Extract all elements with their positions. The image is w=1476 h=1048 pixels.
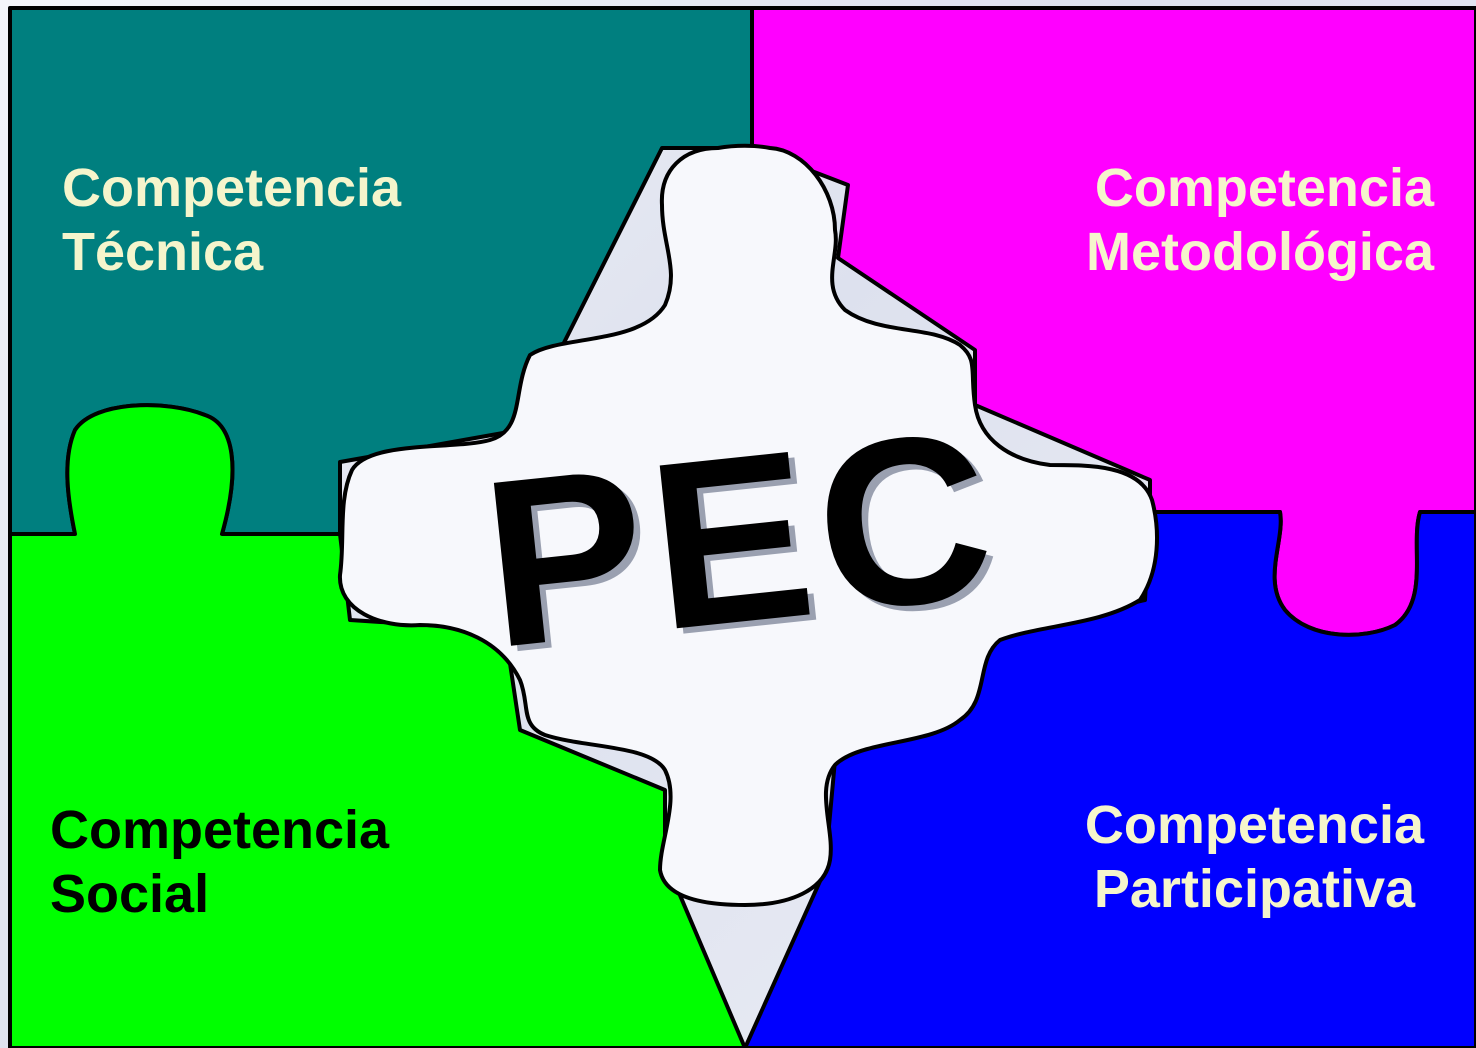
label-participative-line2: Participativa: [1093, 859, 1416, 919]
center-title: PEC: [472, 380, 1012, 699]
label-social-line2: Social: [50, 864, 210, 924]
piece-center: [337, 143, 1159, 907]
label-methodological-line1: Competencia: [1094, 158, 1434, 218]
label-technical-line1: Competencia: [62, 158, 402, 218]
label-social: Competencia Social: [50, 798, 389, 926]
label-participative: Competencia Participativa: [1085, 793, 1424, 921]
label-technical: Competencia Técnica: [62, 156, 401, 284]
label-social-line1: Competencia: [50, 800, 390, 860]
label-methodological-line2: Metodológica: [1086, 222, 1434, 282]
piece-social: [8, 403, 747, 1048]
label-participative-line1: Competencia: [1084, 795, 1424, 855]
piece-participative: [743, 510, 1476, 1048]
label-methodological: Competencia Metodológica: [1086, 156, 1434, 284]
label-technical-line2: Técnica: [62, 222, 264, 282]
